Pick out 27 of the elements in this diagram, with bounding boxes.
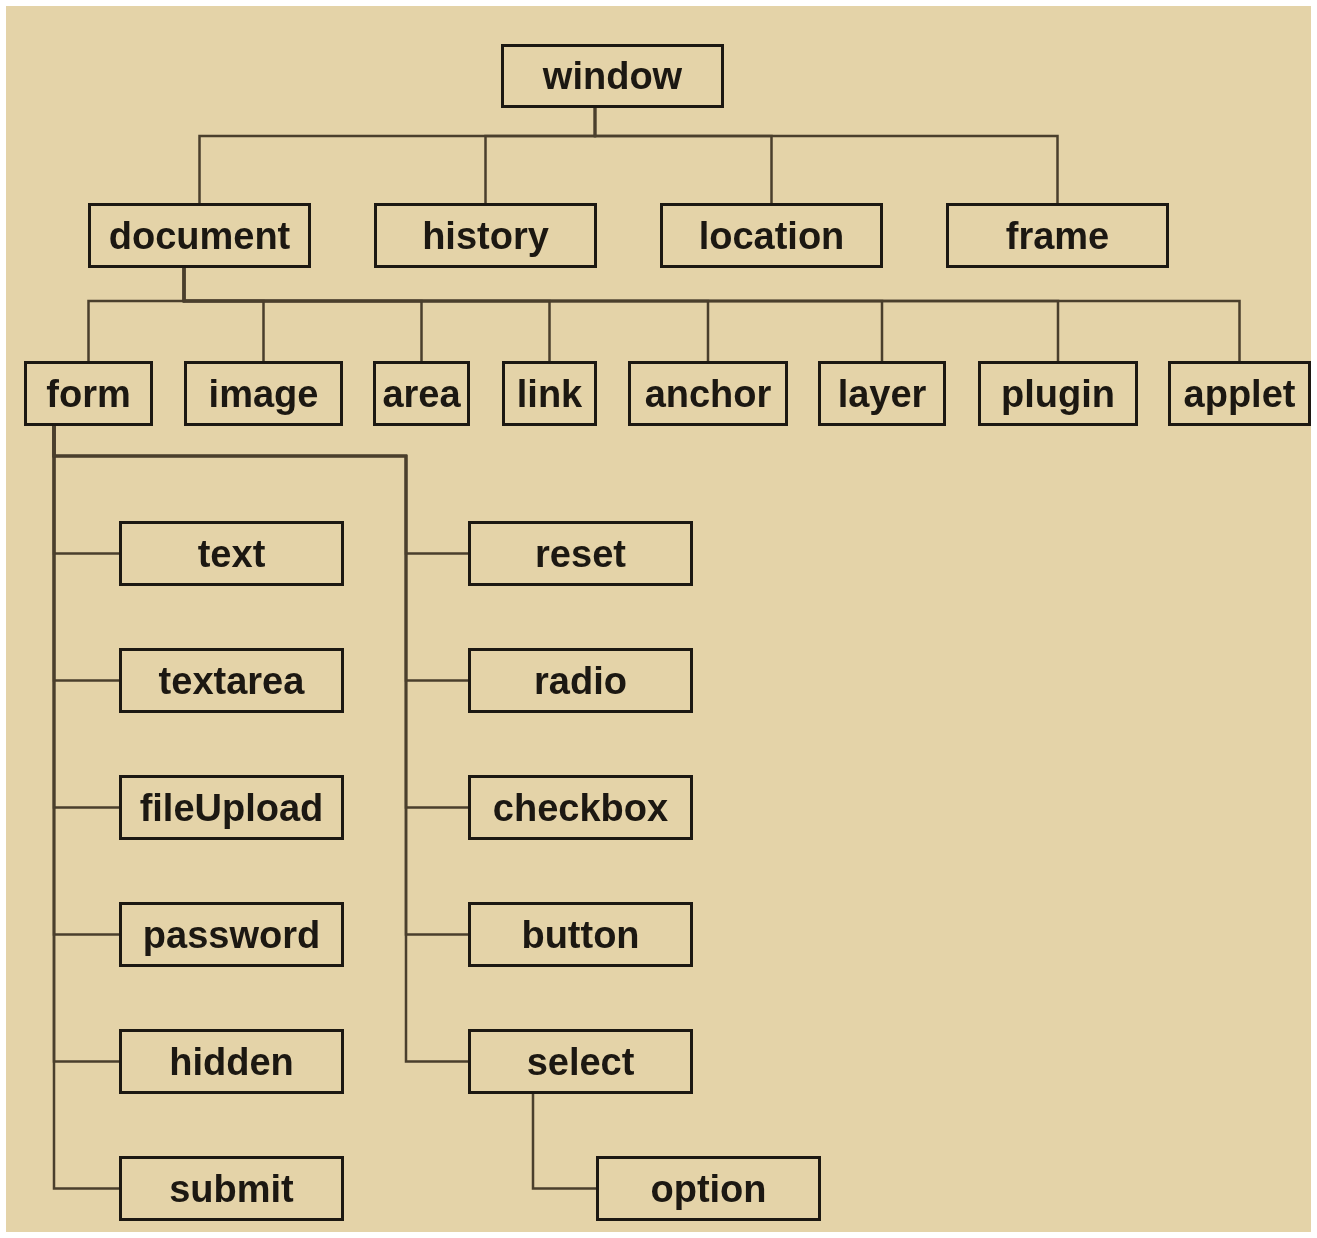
object-box: submit: [119, 1156, 344, 1221]
object-box: text: [119, 521, 344, 586]
object-box: fileUpload: [119, 775, 344, 840]
object-box: history: [374, 203, 597, 268]
connector-line: [531, 1094, 596, 1190]
object-box: window: [501, 44, 724, 108]
object-box: checkbox: [468, 775, 693, 840]
connector-line: [593, 108, 1059, 203]
object-box: area: [373, 361, 470, 426]
object-box: anchor: [628, 361, 788, 426]
object-box: layer: [818, 361, 946, 426]
object-box: link: [502, 361, 597, 426]
object-box: applet: [1168, 361, 1311, 426]
object-box: option: [596, 1156, 821, 1221]
object-box: radio: [468, 648, 693, 713]
object-box: reset: [468, 521, 693, 586]
object-box: plugin: [978, 361, 1138, 426]
object-box: textarea: [119, 648, 344, 713]
object-box: button: [468, 902, 693, 967]
object-box: location: [660, 203, 883, 268]
object-box: document: [88, 203, 311, 268]
object-box: form: [24, 361, 153, 426]
object-box: frame: [946, 203, 1169, 268]
object-box: select: [468, 1029, 693, 1094]
object-box: image: [184, 361, 343, 426]
object-box: hidden: [119, 1029, 344, 1094]
object-box: password: [119, 902, 344, 967]
